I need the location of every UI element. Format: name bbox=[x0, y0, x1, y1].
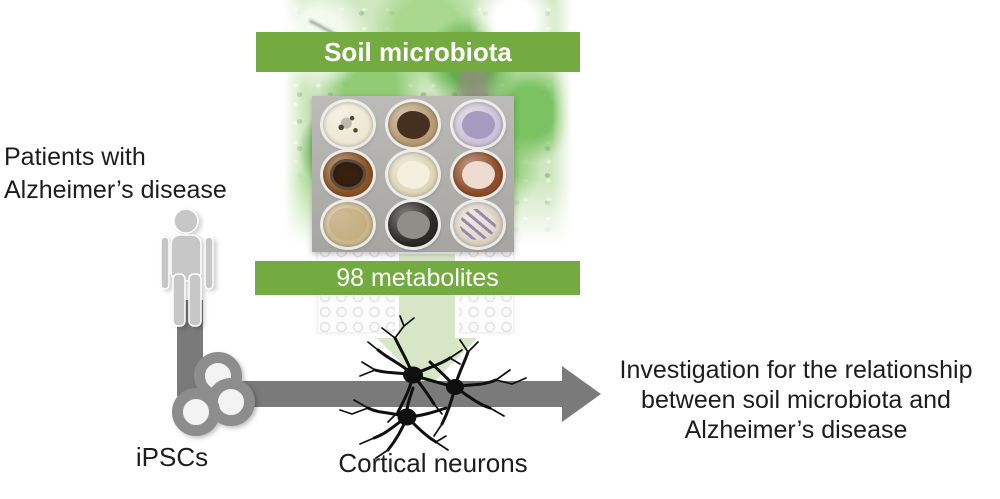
metabolites-banner: 98 metabolites bbox=[255, 261, 580, 295]
petri-dish-middle-right bbox=[453, 151, 504, 197]
ipscs-label: iPSCs bbox=[135, 442, 209, 472]
cortical-neurons-label: Cortical neurons bbox=[338, 448, 528, 478]
patients-line2: Alzheimer’s disease bbox=[4, 176, 227, 204]
petri-dish-top-center bbox=[387, 101, 438, 147]
cortical-neurons-icon bbox=[339, 315, 527, 459]
soil-microbiota-banner: Soil microbiota bbox=[256, 32, 580, 72]
metabolites-banner-label: 98 metabolites bbox=[336, 263, 499, 292]
patients-label: Patients with Alzheimer’s disease bbox=[4, 141, 227, 207]
person-icon bbox=[160, 208, 214, 327]
petri-dishes-photo bbox=[312, 96, 514, 252]
outcome-line2: between soil microbiota and bbox=[641, 386, 951, 414]
petri-dish-top-left bbox=[322, 101, 373, 147]
petri-dish-middle-center bbox=[387, 151, 438, 197]
outcome-label: Investigation for the relationship betwe… bbox=[594, 355, 998, 445]
soil-banner-label: Soil microbiota bbox=[324, 36, 512, 67]
ipsc-cells-icon bbox=[172, 352, 255, 436]
petri-dish-top-right bbox=[453, 101, 504, 147]
petri-dish-bottom-left bbox=[322, 201, 373, 247]
outcome-line3: Alzheimer’s disease bbox=[684, 416, 908, 444]
outcome-line1: Investigation for the relationship bbox=[619, 356, 973, 384]
petri-dish-middle-left bbox=[322, 151, 373, 197]
patients-line1: Patients with bbox=[4, 143, 146, 171]
petri-dish-bottom-center bbox=[387, 201, 438, 247]
petri-dish-bottom-right bbox=[453, 201, 504, 247]
